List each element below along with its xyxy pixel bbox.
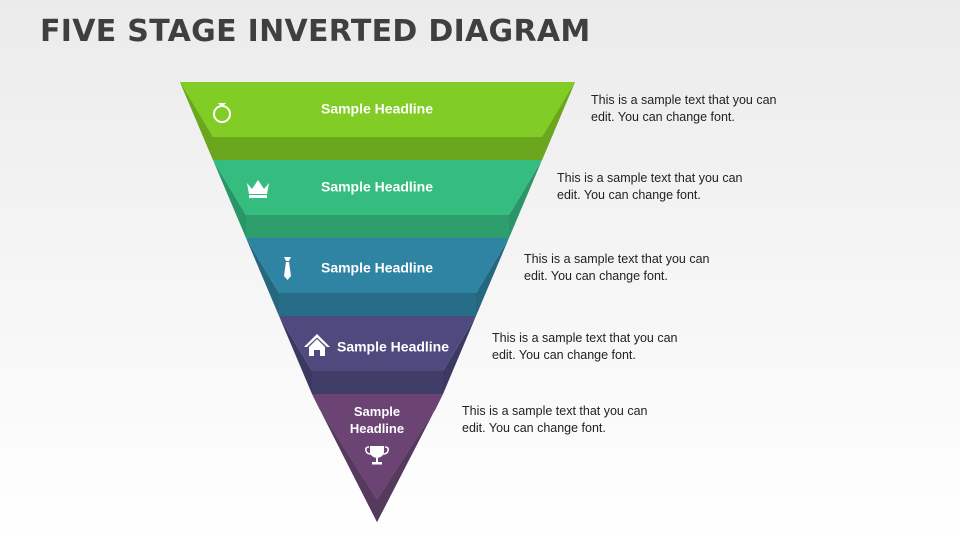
stage-2-block <box>213 160 542 238</box>
house-icon <box>304 334 330 356</box>
stage-4-block <box>279 316 476 394</box>
stage-5-text: This is a sample text that you can edit.… <box>462 404 648 435</box>
stage-1-block <box>180 82 575 160</box>
trophy-icon <box>365 446 389 465</box>
stage-2-headline: Sample Headline <box>320 178 434 195</box>
stage-1-text: This is a sample text that you can edit.… <box>591 93 777 124</box>
crown-icon <box>247 180 269 198</box>
tie-icon <box>284 257 291 280</box>
stage-5-block <box>312 394 443 522</box>
stage-4-headline: Sample Headline <box>336 338 450 355</box>
stage-5-headline: Sample Headline <box>349 404 405 436</box>
stage-2-text: This is a sample text that you can edit.… <box>557 171 743 202</box>
ring-icon <box>213 103 231 123</box>
stage-3-headline: Sample Headline <box>320 259 434 276</box>
stage-3-block <box>246 238 509 316</box>
stage-3-text: This is a sample text that you can edit.… <box>524 252 710 283</box>
stage-1-headline: Sample Headline <box>320 100 434 117</box>
page-title: FIVE STAGE INVERTED DIAGRAM <box>40 14 591 49</box>
stage-4-text: This is a sample text that you can edit.… <box>492 331 678 362</box>
